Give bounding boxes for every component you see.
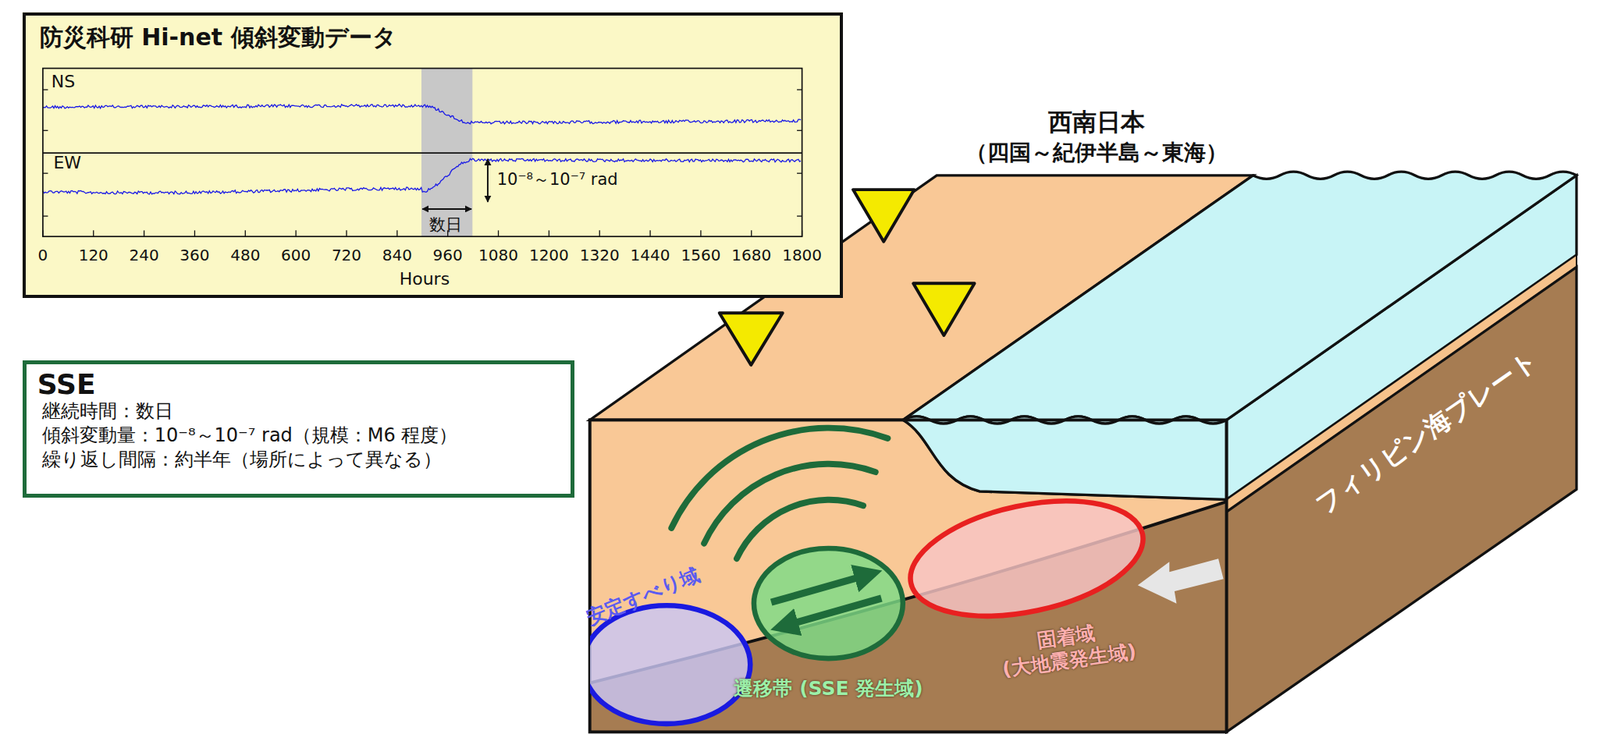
wave-arcs <box>671 428 888 560</box>
amplitude-arrow <box>487 159 489 203</box>
tick-label: 1680 <box>731 245 772 264</box>
tick-label: 0 <box>38 245 49 264</box>
zone-ellipse <box>902 495 1152 623</box>
tick-mark <box>42 130 49 132</box>
locked-zone: 固着域 (大地震発生域) <box>902 495 1152 623</box>
sse-info-box: SSE継続時間：数日傾斜変動量：10⁻⁸～10⁻⁷ rad（規模：M6 程度）繰… <box>22 360 575 498</box>
tick-label: 1800 <box>782 245 822 264</box>
plate-motion-arrow <box>1137 558 1224 605</box>
box-line: 継続時間：数日 <box>37 399 560 424</box>
tick-mark <box>599 230 601 237</box>
tick-label: 1200 <box>529 245 569 264</box>
station-triangle <box>913 283 975 336</box>
plot-divider <box>42 152 803 154</box>
tick-mark <box>497 230 499 237</box>
tick-label: 480 <box>230 245 260 264</box>
tick-label: 1080 <box>478 245 519 264</box>
region-title: 西南日本 <box>1048 108 1145 137</box>
tick-mark <box>194 230 196 237</box>
tick-mark <box>796 215 803 217</box>
tick-mark <box>245 230 246 237</box>
tick-mark <box>143 230 145 237</box>
sea-cross-section <box>903 416 1227 501</box>
axis-ticks <box>42 89 803 237</box>
duration-arrow <box>422 208 472 210</box>
zone-outline <box>902 495 1152 623</box>
transition-zone: 遷移帯 (SSE 発生域) <box>750 545 907 662</box>
tick-mark <box>345 230 347 237</box>
tick-mark <box>396 230 398 237</box>
tick-label: 1440 <box>630 245 671 264</box>
tilt-traces <box>42 103 801 194</box>
channel-label: EW <box>53 153 82 174</box>
tick-mark <box>548 230 550 237</box>
tick-label: 1320 <box>579 245 620 264</box>
tick-label: 720 <box>331 245 362 264</box>
panel-title: 防災科研 Hi-net 傾斜変動データ <box>39 21 397 54</box>
tick-label: 240 <box>129 245 160 264</box>
box-line: 傾斜変動量：10⁻⁸～10⁻⁷ rad（規模：M6 程度） <box>37 423 560 448</box>
tick-label: 120 <box>78 245 109 264</box>
plot-frame <box>42 68 803 238</box>
tick-mark <box>750 230 752 237</box>
stable-slip-zone: 安定すべり域 <box>590 601 756 734</box>
zone-outline <box>590 601 756 734</box>
box-line: 繰り返し間隔：約半年（場所によって異なる） <box>37 448 560 473</box>
tick-label: 1560 <box>680 245 721 264</box>
slip-arrow <box>771 574 872 604</box>
tick-mark <box>796 88 803 90</box>
tick-mark <box>796 173 803 175</box>
tilt-trace <box>42 158 801 195</box>
zone-ellipse <box>753 548 904 659</box>
tick-label: 600 <box>280 245 311 264</box>
zone-outline <box>750 545 907 662</box>
duration-label: 数日 <box>429 215 463 235</box>
tilt-trace <box>42 103 801 124</box>
tick-label: 840 <box>382 245 413 264</box>
box-title: SSE <box>37 369 560 401</box>
chart-panel-ground <box>22 12 843 299</box>
tick-mark <box>295 230 296 237</box>
tick-label: 360 <box>179 245 210 264</box>
station-triangle <box>719 312 783 366</box>
slip-arrow <box>781 598 882 628</box>
tick-mark <box>92 230 94 237</box>
tick-mark <box>700 230 701 237</box>
axis-title: Hours <box>399 270 450 290</box>
channel-label: NS <box>51 71 75 92</box>
station-triangle <box>853 189 914 242</box>
tick-mark <box>796 130 803 132</box>
tick-mark <box>42 215 49 217</box>
zone-label: 遷移帯 (SSE 発生域) <box>733 675 923 702</box>
tick-mark <box>42 88 49 90</box>
region-subtitle: （四国～紀伊半島～東海） <box>965 140 1228 166</box>
zone-ellipse <box>590 606 751 726</box>
tick-mark <box>649 230 651 237</box>
tick-mark <box>42 173 49 175</box>
tick-label: 960 <box>433 245 463 264</box>
amplitude-label: 10⁻⁸～10⁻⁷ rad <box>497 170 619 189</box>
